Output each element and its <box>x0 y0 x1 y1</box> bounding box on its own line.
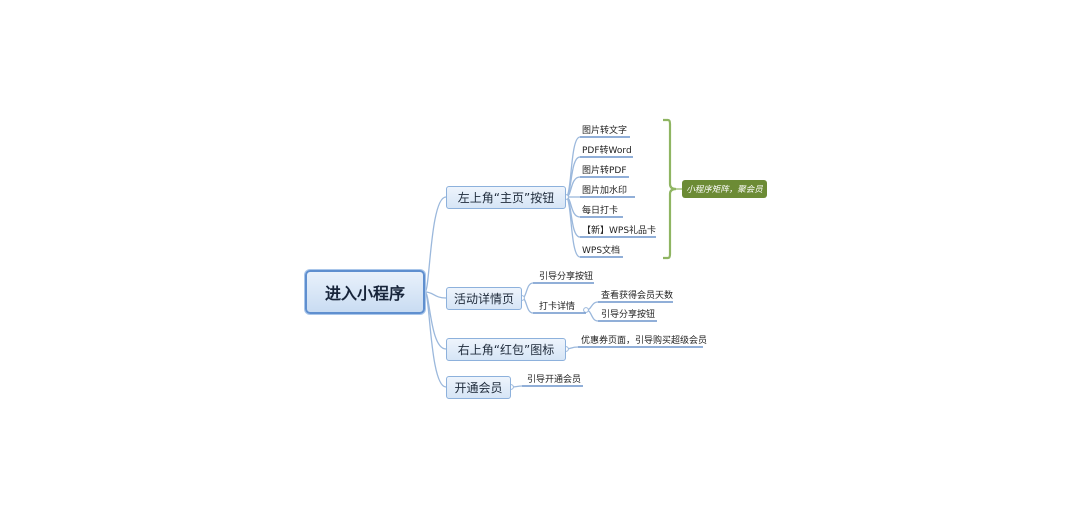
leaf-label: 【新】WPS礼品卡 <box>582 226 657 236</box>
leaf-topic[interactable]: 【新】WPS礼品卡 <box>582 223 656 236</box>
leaf-label: 图片转PDF <box>582 166 627 176</box>
leaf-label: 图片转文字 <box>582 126 628 136</box>
leaf-label: 引导开通会员 <box>527 375 582 385</box>
leaf-label: PDF转Word <box>582 146 632 156</box>
leaf-label: WPS文档 <box>582 246 621 256</box>
leaf-underlines <box>522 136 703 387</box>
leaf-topic[interactable]: WPS文档 <box>582 243 620 256</box>
root-label: 进入小程序 <box>324 284 405 303</box>
leaf-topic[interactable]: 优惠券页面，引导购买超级会员 <box>581 333 707 346</box>
leaf-topic[interactable]: 引导开通会员 <box>527 372 581 385</box>
leaf-label: 引导分享按钮 <box>539 272 594 282</box>
leaf-label: 查看获得会员天数 <box>601 291 674 301</box>
leaf-topic[interactable]: 引导分享按钮 <box>539 269 593 282</box>
summary-bracket <box>663 118 677 260</box>
leaf-topic[interactable]: 图片转文字 <box>582 123 627 136</box>
leaf-topic[interactable]: 引导分享按钮 <box>601 307 655 320</box>
summary-label: 小程序矩阵，聚会员 <box>686 185 763 195</box>
branch-label: 活动详情页 <box>453 292 514 306</box>
leaf-label: 每日打卡 <box>582 206 619 216</box>
leaf-topic[interactable]: 图片转PDF <box>582 163 627 176</box>
branch-label: 开通会员 <box>454 381 503 395</box>
collapse-marker-icon[interactable] <box>583 307 589 313</box>
branch-red-packet-icon[interactable]: 右上角“红包”图标 <box>446 338 566 361</box>
leaf-topic[interactable]: 图片加水印 <box>582 183 627 196</box>
leaf-topic[interactable]: 每日打卡 <box>582 203 618 216</box>
branch-activity-detail[interactable]: 活动详情页 <box>446 287 522 310</box>
branch-home-button[interactable]: 左上角“主页”按钮 <box>446 186 566 209</box>
subtopic-checkin-detail[interactable]: 打卡详情 <box>539 299 575 312</box>
branch-label: 左上角“主页”按钮 <box>457 191 555 205</box>
summary-callout[interactable]: 小程序矩阵，聚会员 <box>682 180 767 198</box>
leaf-label: 引导分享按钮 <box>601 310 656 320</box>
leaf-label: 打卡详情 <box>539 302 576 312</box>
root-topic[interactable]: 进入小程序 <box>305 270 425 314</box>
leaf-topic[interactable]: 查看获得会员天数 <box>601 288 673 301</box>
leaf-label: 优惠券页面，引导购买超级会员 <box>581 336 708 346</box>
leaf-label: 图片加水印 <box>582 186 628 196</box>
branch-open-membership[interactable]: 开通会员 <box>446 376 511 399</box>
branch-label: 右上角“红包”图标 <box>457 343 555 357</box>
leaf-topic[interactable]: PDF转Word <box>582 143 632 156</box>
